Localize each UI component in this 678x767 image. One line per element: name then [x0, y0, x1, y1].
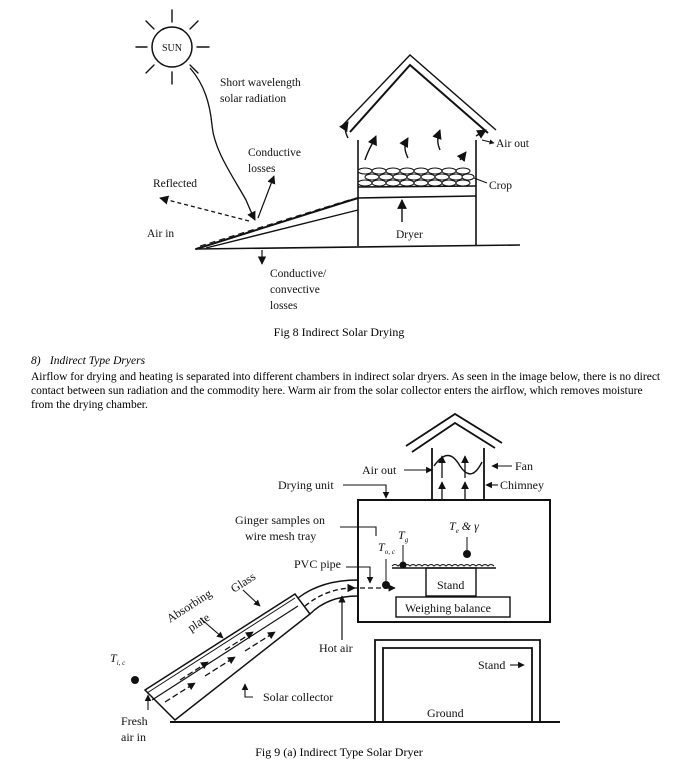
hot-air-label: Hot air	[319, 641, 353, 655]
figure-9a-caption: Fig 9 (a) Indirect Type Solar Dryer	[255, 745, 423, 759]
glass-label: Glass	[228, 569, 258, 595]
ginger-label-line1: Ginger samples on	[235, 513, 325, 527]
section-number: 8)	[31, 355, 41, 367]
hot-air-flow	[338, 584, 396, 640]
inner-stand	[425, 567, 477, 597]
crop-layer	[357, 167, 475, 187]
sensor-te	[463, 550, 471, 558]
air-out-arrow	[481, 139, 495, 145]
solar-collector-label: Solar collector	[263, 690, 333, 704]
reflected-label: Reflected	[153, 178, 197, 190]
crop-label: Crop	[489, 180, 512, 192]
fresh-air-label-line2: air in	[121, 730, 146, 744]
absorbing-label-line2: plate	[185, 610, 212, 634]
collector	[195, 197, 359, 250]
pvc-pipe	[297, 579, 359, 615]
crop-leader	[473, 177, 488, 184]
cc-losses-line1: Conductive/	[270, 268, 327, 280]
stand-box	[374, 639, 541, 722]
chimney-label: Chimney	[500, 478, 544, 492]
wire-mesh-tray	[391, 564, 496, 569]
section-title: Indirect Type Dryers	[49, 355, 146, 367]
sun-label: SUN	[162, 43, 182, 54]
conductive-losses-label-line2: losses	[248, 163, 276, 175]
ground-label: Ground	[427, 706, 464, 720]
figure-8-diagram: SUN Short wavelength solar radiation Con…	[135, 9, 530, 312]
fan-icon	[433, 454, 483, 475]
chimney	[405, 412, 503, 500]
weighing-balance-box	[395, 596, 511, 618]
fresh-air-label-line1: Fresh	[121, 714, 148, 728]
stand-label-2: Stand	[478, 658, 505, 672]
solar-radiation-ray	[189, 67, 256, 221]
conductive-losses-arrow	[257, 175, 276, 219]
stand-label: Stand	[437, 578, 464, 592]
fan-label: Fan	[515, 459, 533, 473]
t-ic-label: Ti, c	[110, 651, 126, 667]
leader-lines	[144, 462, 525, 710]
ground-line	[194, 244, 521, 250]
t-oc-label: To, c	[378, 540, 396, 556]
dryer-label: Dryer	[396, 229, 423, 241]
solar-radiation-label-line1: Short wavelength	[220, 77, 301, 89]
airflow-arrows	[339, 121, 487, 222]
t-e-gamma-label: Te & γ	[449, 519, 479, 535]
section-indirect-dryers: 8) Indirect Type Dryers Airflow for dryi…	[31, 354, 661, 412]
sensor-toc	[382, 581, 390, 589]
t-g-label: Tg	[398, 528, 409, 544]
sensor-tic	[131, 676, 139, 684]
section-heading: 8) Indirect Type Dryers	[31, 354, 661, 368]
absorbing-label-line1: Absorbing	[164, 586, 214, 625]
solar-collector	[143, 592, 312, 722]
conductive-losses-label-line1: Conductive	[248, 147, 301, 159]
section-body: Airflow for drying and heating is separa…	[31, 371, 661, 411]
drying-unit-label: Drying unit	[278, 478, 334, 492]
drying-unit-box	[357, 499, 551, 623]
cc-losses-line2: convective	[270, 284, 320, 296]
reflected-ray	[159, 195, 250, 222]
sensor-tg	[399, 561, 407, 569]
air-out-label-2: Air out	[362, 463, 397, 477]
weighing-balance-label: Weighing balance	[405, 601, 491, 615]
figure-8-caption: Fig 8 Indirect Solar Drying	[273, 325, 405, 339]
collector-airflow	[164, 631, 276, 703]
pvc-pipe-label: PVC pipe	[294, 557, 341, 571]
sun-icon	[135, 9, 210, 85]
air-out-label: Air out	[496, 138, 530, 150]
cc-losses-line3: losses	[270, 300, 298, 312]
ginger-label-line2: wire mesh tray	[245, 529, 316, 543]
chimney-airflow	[438, 455, 469, 500]
air-in-label: Air in	[147, 228, 174, 240]
dryer-house	[341, 54, 497, 246]
solar-radiation-label-line2: solar radiation	[220, 93, 286, 105]
